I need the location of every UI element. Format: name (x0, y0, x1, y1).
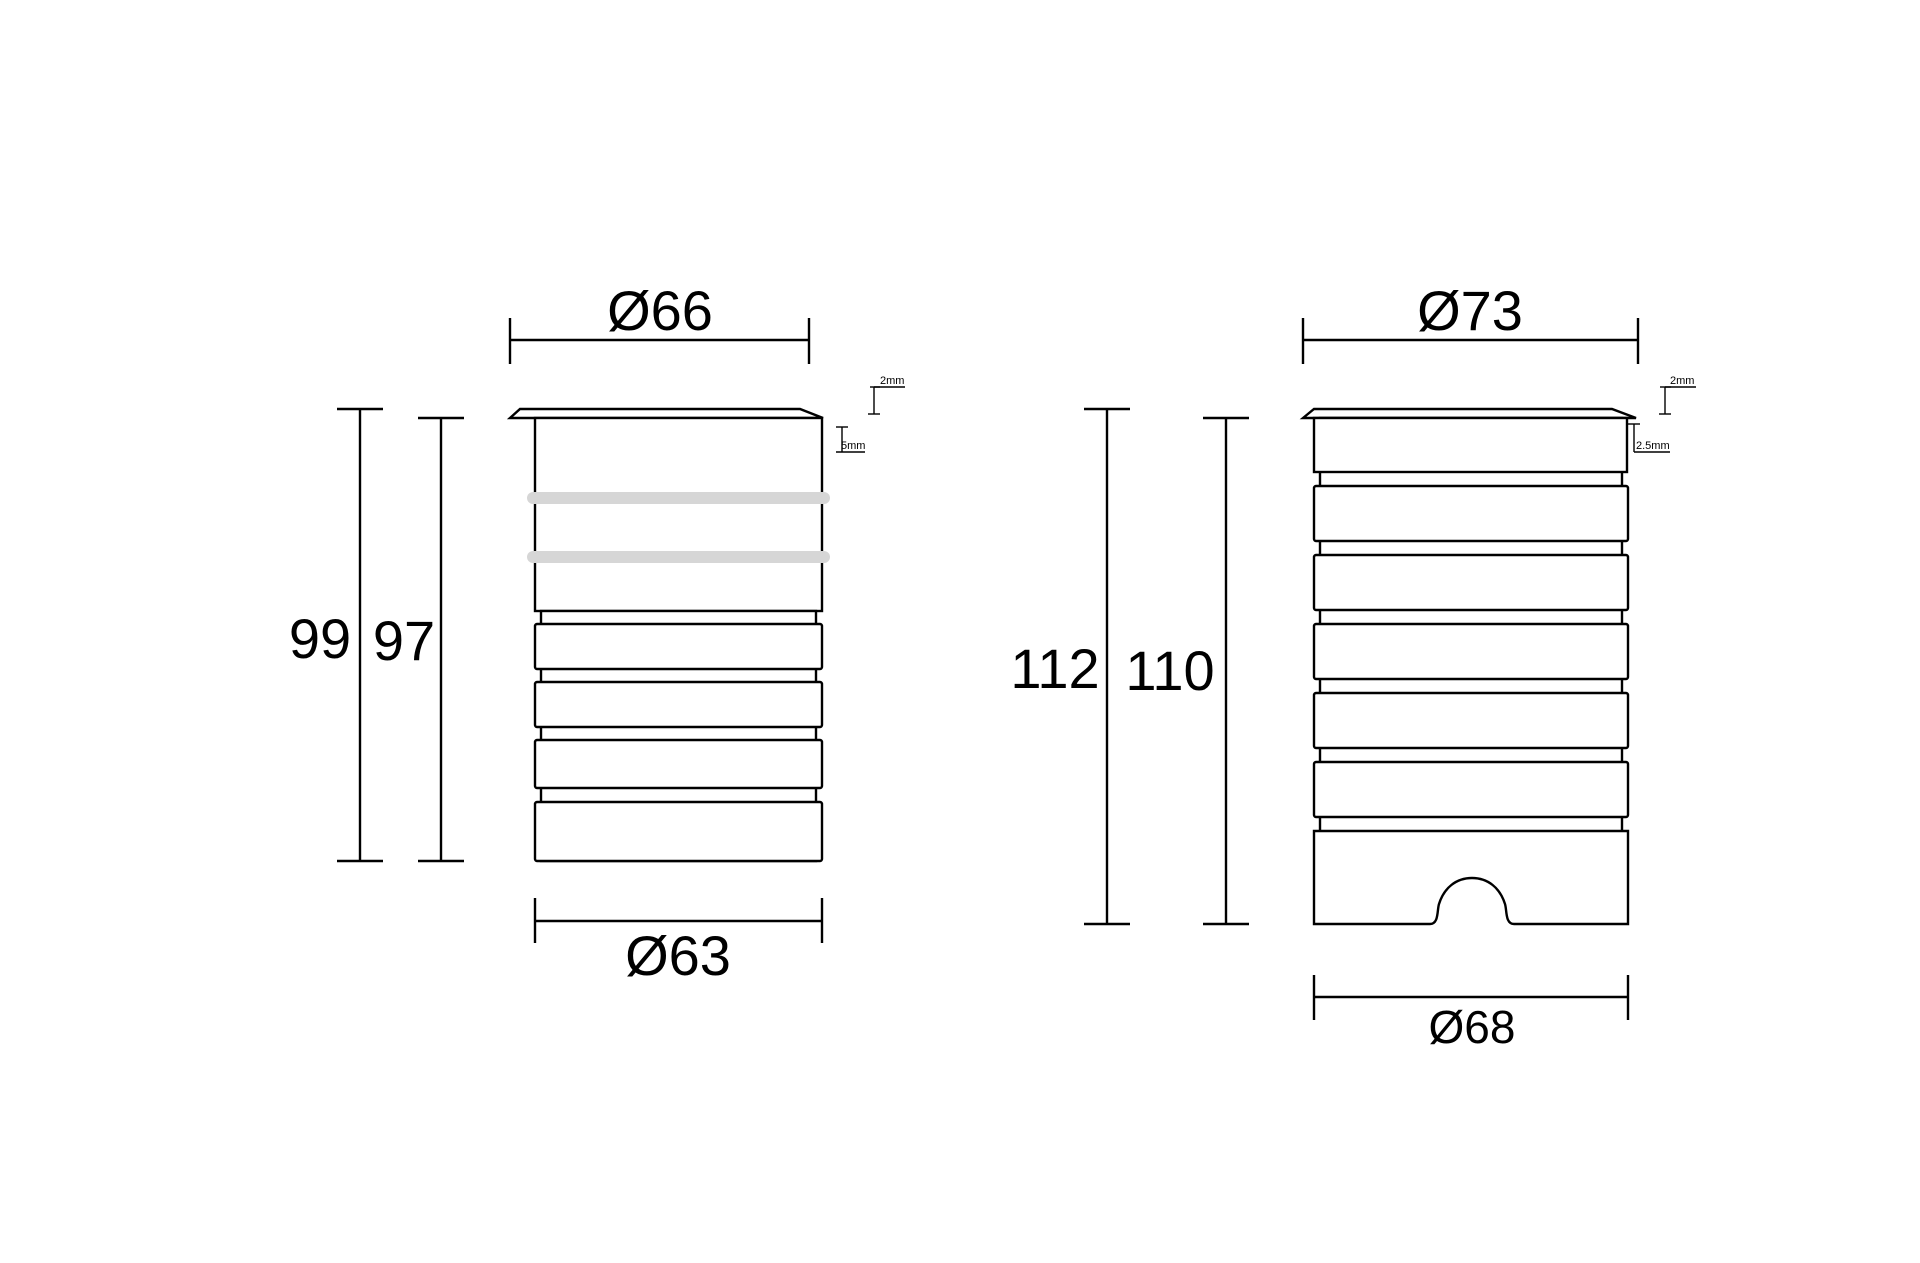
right-bottom-diameter-label: Ø68 (1429, 1001, 1516, 1053)
right-lamp-base-with-cable-notch (1312, 829, 1630, 926)
right-top-diameter-label: Ø73 (1417, 279, 1523, 342)
left-rim-callouts: 2mm 5mm (836, 375, 905, 453)
left-lamp-ring (533, 738, 824, 790)
left-top-diameter-dimension: Ø66 (508, 279, 811, 364)
right-rim-thickness-label: 2mm (1670, 375, 1694, 387)
left-view: Ø66 2mm 5 (289, 279, 905, 987)
right-total-height-dimension: 112 (1010, 407, 1130, 926)
left-rim-offset-label: 5mm (841, 440, 865, 452)
left-top-diameter-label: Ø66 (607, 279, 713, 342)
right-body-height-dimension: 110 (1125, 416, 1249, 926)
right-lamp-collar (1312, 416, 1629, 474)
left-total-height-dimension: 99 (289, 407, 383, 863)
right-lamp-ring (1312, 622, 1630, 681)
right-view: Ø73 2mm 2.5mm (1010, 279, 1696, 1053)
right-lamp-ring (1312, 553, 1630, 612)
left-lamp-ring (533, 680, 824, 729)
left-body-height-dimension: 97 (373, 416, 464, 863)
right-body-height-label: 110 (1125, 639, 1214, 702)
right-lamp-ring (1312, 484, 1630, 543)
left-total-height-label: 99 (289, 607, 351, 670)
left-lamp-body (506, 407, 830, 863)
left-lamp-base (533, 800, 824, 863)
right-rim-callouts: 2mm 2.5mm (1628, 375, 1696, 453)
right-rim-offset-label: 2.5mm (1636, 440, 1670, 452)
left-bottom-diameter-dimension: Ø63 (533, 898, 824, 987)
left-rim-thickness-label: 2mm (880, 375, 904, 387)
right-lamp-ring (1312, 760, 1630, 819)
left-lamp-ring (533, 622, 824, 671)
left-lamp-rim (506, 407, 824, 420)
right-lamp-body (1299, 407, 1637, 926)
right-lamp-rim (1299, 407, 1637, 420)
right-lamp-ring (1312, 691, 1630, 750)
right-bottom-diameter-dimension: Ø68 (1312, 975, 1630, 1053)
right-total-height-label: 112 (1010, 637, 1099, 700)
left-body-height-label: 97 (373, 609, 435, 672)
left-bottom-diameter-label: Ø63 (625, 924, 731, 987)
left-lamp-upper-shell (533, 416, 824, 613)
right-top-diameter-dimension: Ø73 (1301, 279, 1640, 364)
